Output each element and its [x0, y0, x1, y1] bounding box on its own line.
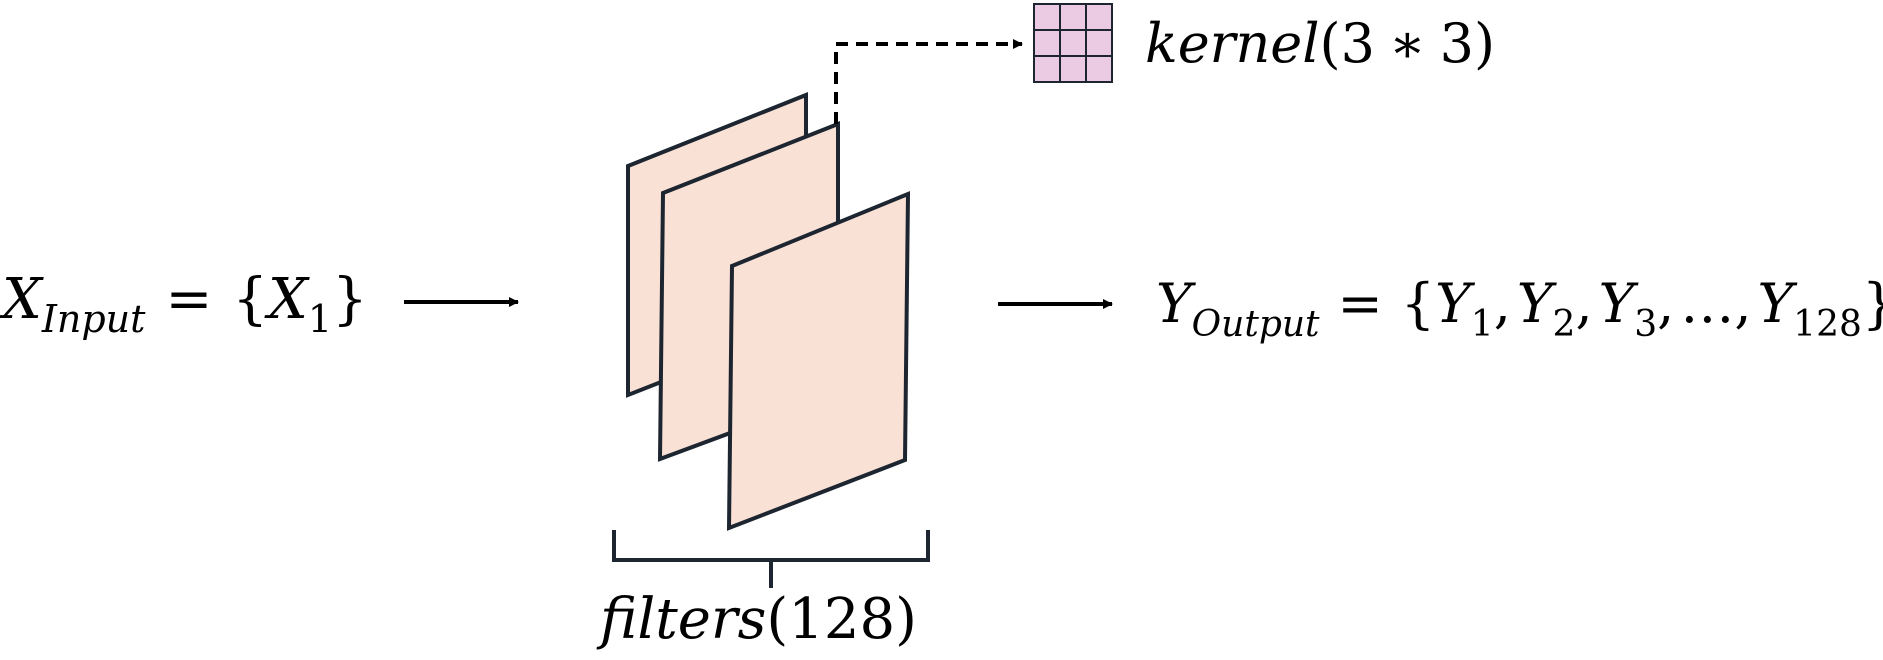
input-item-var: X: [264, 267, 310, 332]
kernel-word: kernel: [1145, 12, 1320, 75]
output-item-subscript: 3: [1634, 304, 1657, 345]
output-item-subscript: 128: [1793, 304, 1862, 345]
output-item-subscript: 1: [1471, 304, 1494, 345]
input-equals: =: [165, 267, 212, 332]
filters-close-paren: ): [895, 587, 917, 652]
kernel-cell: [1085, 55, 1113, 83]
output-close-brace: }: [1862, 272, 1883, 335]
filters-word: filters: [596, 587, 766, 652]
input-item-subscript: 1: [308, 297, 332, 341]
output-var: Y: [1156, 272, 1196, 335]
kernel-open-paren: (: [1320, 12, 1341, 75]
kernel-cell: [1059, 29, 1087, 57]
filters-open-paren: (: [766, 587, 788, 652]
output-item-var: Y: [1599, 272, 1639, 335]
output-expression: YOutput={Y1,Y2,Y3,…,Y128}: [1156, 272, 1883, 345]
input-close-brace: }: [332, 267, 368, 332]
kernel-operator: ∗: [1389, 12, 1426, 75]
kernel-cell: [1033, 55, 1061, 83]
filter-plane-front: [726, 191, 911, 531]
output-separator: ,: [1657, 272, 1674, 335]
kernel-cell: [1033, 3, 1061, 31]
filters-count: 128: [788, 587, 895, 652]
kernel-size-a: 3: [1341, 12, 1375, 75]
output-item-subscript: 2: [1553, 304, 1576, 345]
output-equals: =: [1338, 272, 1383, 335]
kernel-size-b: 3: [1440, 12, 1474, 75]
filters-label: filters(128): [596, 587, 917, 652]
kernel-grid: [1033, 3, 1113, 83]
kernel-close-paren: ): [1474, 12, 1495, 75]
output-open-brace: {: [1401, 272, 1435, 335]
kernel-label: kernel(3∗3): [1145, 12, 1495, 75]
input-var: X: [0, 267, 44, 332]
kernel-cell: [1085, 3, 1113, 31]
filters-bracket: [612, 530, 930, 588]
input-subscript: Input: [41, 297, 146, 341]
output-separator: ,: [1575, 272, 1592, 335]
output-separator: ,: [1494, 272, 1511, 335]
input-expression: XInput={X1}: [0, 267, 368, 341]
input-open-brace: {: [232, 267, 268, 332]
output-subscript: Output: [1192, 304, 1320, 345]
kernel-cell: [1059, 3, 1087, 31]
output-item-var: Y: [1517, 272, 1557, 335]
kernel-cell: [1033, 29, 1061, 57]
output-separator: ,: [1734, 272, 1751, 335]
kernel-cell: [1085, 29, 1113, 57]
kernel-cell: [1059, 55, 1087, 83]
kernel-connector-arrow: [834, 39, 1023, 124]
output-ellipsis: …: [1680, 272, 1734, 335]
output-item-var: Y: [1435, 272, 1475, 335]
output-item-var: Y: [1758, 272, 1798, 335]
